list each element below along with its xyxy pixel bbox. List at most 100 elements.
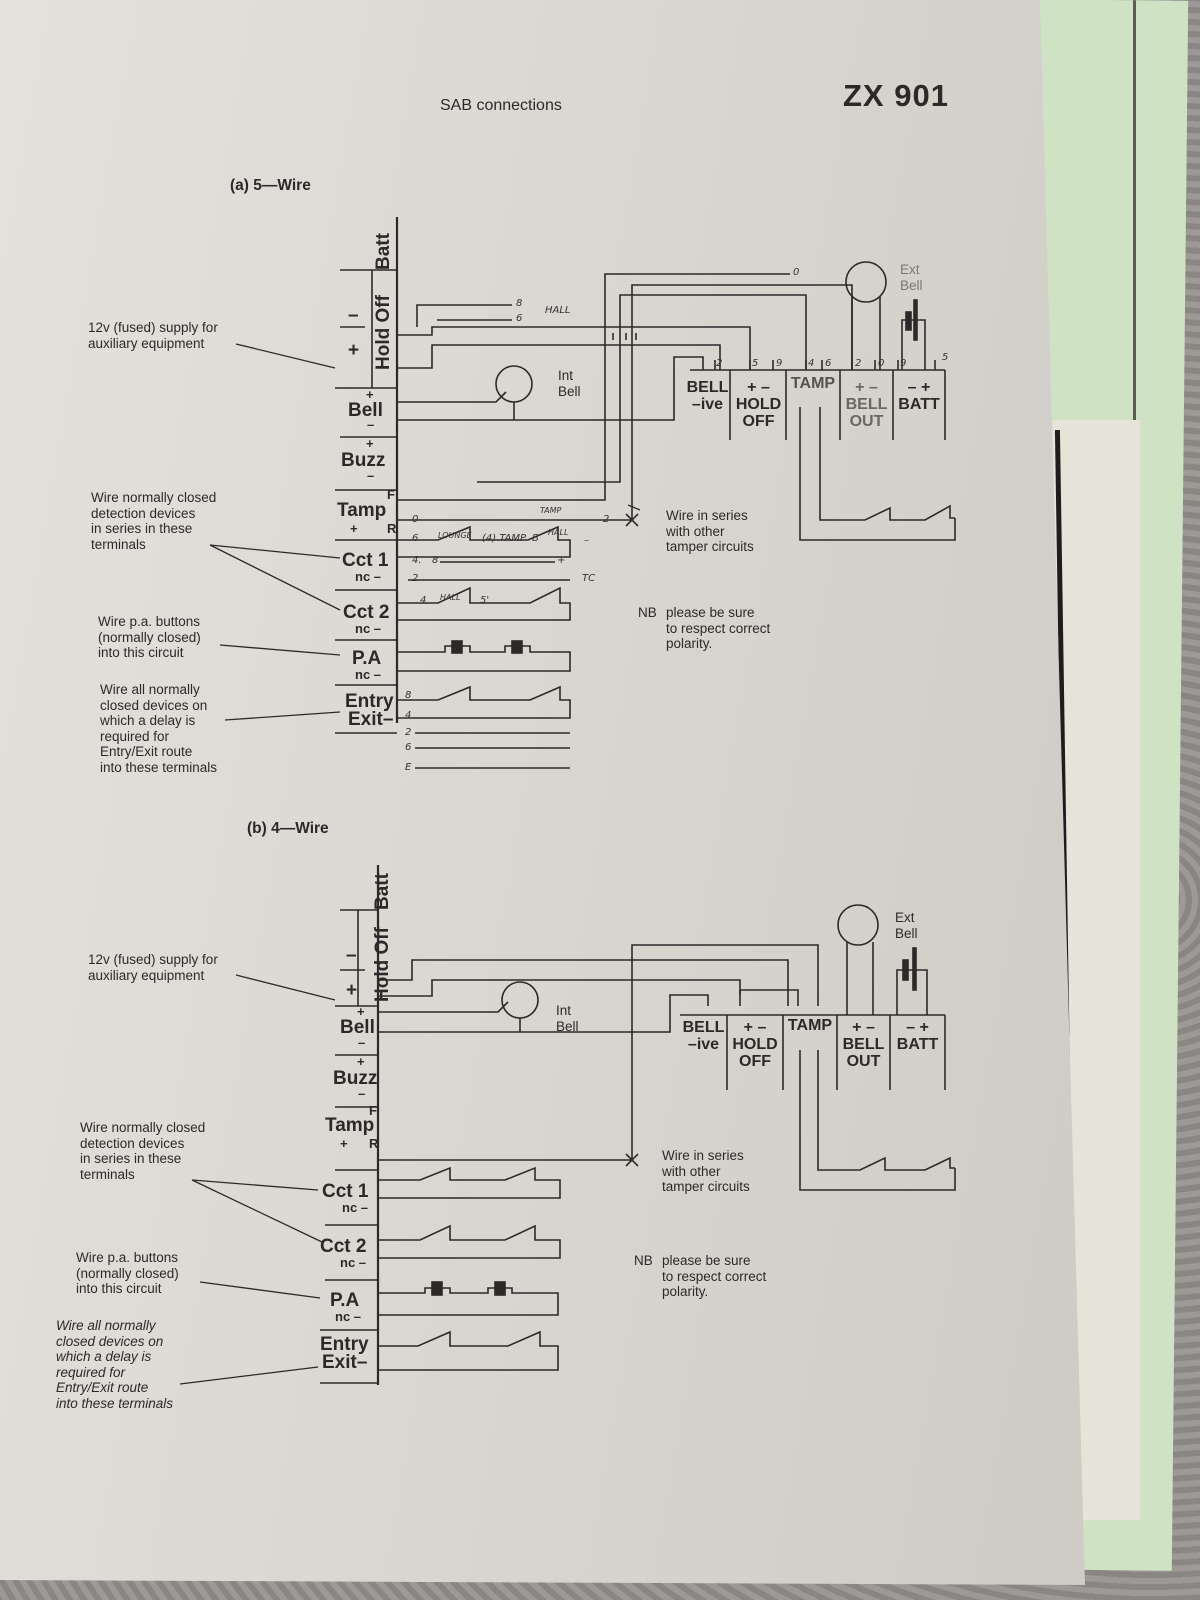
wire-tamp-4 (477, 294, 807, 483)
note-tamper-series-b: Wire in series with other tamper circuit… (662, 1148, 750, 1195)
pa-button-2-b (494, 1281, 506, 1296)
note-pa-buttons-a: Wire p.a. buttons (normally closed) into… (98, 614, 201, 661)
terminal-pa-nc-b: nc – (335, 1309, 362, 1324)
note-aux-supply-b: 12v (fused) supply for auxiliary equipme… (88, 952, 218, 983)
terminal-cct1-nc-b: nc – (342, 1200, 369, 1215)
terminal-entry: Entry (345, 691, 394, 712)
note-aux-supply-a: 12v (fused) supply for auxiliary equipme… (88, 320, 218, 351)
note-polarity-a: please be sure to respect correct polari… (666, 605, 771, 652)
terminal-tamp-plus-b: + (340, 1136, 348, 1151)
terminal-cct1: Cct 1 (342, 550, 389, 571)
terminal-cct2: Cct 2 (343, 602, 390, 623)
note-polarity-b: please be sure to respect correct polari… (662, 1253, 767, 1300)
wire-int-bell-plus (397, 391, 507, 403)
note-entry-exit-a: Wire all normally closed devices on whic… (100, 682, 218, 775)
terminal-tamp-r-b: R (369, 1136, 379, 1151)
sab-block-batt-a: – +BATT (898, 379, 940, 413)
sab-block-a (690, 261, 956, 541)
terminal-buzz-minus-b: – (358, 1086, 366, 1101)
int-bell-circle-a (495, 365, 533, 403)
wire-b-int-bell (378, 1001, 509, 1013)
ext-bell-label-a: Ext Bell (900, 262, 923, 293)
wire-bell-ive (397, 356, 704, 421)
terminal-bell: Bell (348, 400, 383, 421)
sab-block-bell-out-a: + –BELL OUT (845, 379, 888, 430)
terminal-entry-b: Entry (320, 1334, 369, 1355)
green-sheet-fold-line (1133, 0, 1136, 600)
terminal-pa-nc: nc – (355, 667, 382, 682)
int-bell-circle-b (501, 981, 539, 1019)
loop-entry-exit (397, 685, 571, 719)
terminal-tamp-f-b: F (369, 1103, 377, 1118)
terminal-cct1-b: Cct 1 (322, 1181, 369, 1202)
terminal-bell-b: Bell (340, 1017, 375, 1038)
ext-bell-circle-a (845, 261, 887, 303)
terminal-bell-plus: + (366, 387, 374, 402)
battery-cell-b (902, 959, 909, 981)
terminal-tamp-f: F (387, 487, 395, 502)
pa-button-2-a (511, 640, 523, 654)
terminal-exit-b: Exit– (322, 1352, 368, 1373)
terminal-hold-minus-b: – (346, 945, 357, 966)
terminal-buzz-b: Buzz (333, 1068, 378, 1089)
sab-block-hold-off-b: + –HOLD OFF (732, 1019, 778, 1070)
note-detection-a: Wire normally closed detection devices i… (91, 490, 217, 552)
wire-top-0 (397, 273, 790, 501)
sab-block-tamp-a: TAMP (790, 375, 836, 392)
note-detection-b: Wire normally closed detection devices i… (80, 1120, 206, 1182)
ext-bell-circle-b (837, 904, 879, 946)
terminal-tamp: Tamp (337, 500, 387, 521)
pa-button-1-a (451, 640, 463, 654)
sab-block-tamp-b: TAMP (787, 1017, 833, 1034)
terminal-buzz-plus: + (366, 436, 374, 451)
terminal-bell-minus-b: – (358, 1035, 366, 1050)
pa-button-1-b (431, 1281, 443, 1296)
loop-pa-start (397, 645, 455, 653)
terminal-cct2-nc: nc – (355, 621, 382, 636)
loop-b-entry (378, 1330, 559, 1371)
sab-block-bell-out-b: + –BELL OUT (842, 1019, 885, 1070)
section-b-heading: (b) 4—Wire (247, 820, 329, 837)
wire-hall-8 (416, 304, 438, 327)
terminal-buzz: Buzz (341, 450, 386, 471)
int-bell-label-b: Int Bell (556, 1003, 579, 1034)
terminal-cct1-nc: nc – (355, 569, 382, 584)
sab-block-batt-b: – +BATT (896, 1019, 939, 1053)
sab-block-bell-ive-a: BELL–ive (686, 379, 729, 413)
model-number: ZX 901 (843, 78, 949, 113)
terminal-cct2-nc-b: nc – (340, 1255, 367, 1270)
note-pointers (179, 343, 641, 1385)
terminal-tamp-plus: + (350, 521, 358, 536)
document-title: SAB connections (440, 97, 562, 114)
terminal-exit: Exit– (348, 709, 394, 730)
note-tamper-series-a: Wire in series with other tamper circuit… (666, 508, 754, 555)
terminal-cct2-b: Cct 2 (320, 1236, 367, 1257)
note-nb-a: NB (638, 605, 657, 620)
terminal-tamp-r: R (387, 521, 397, 536)
terminal-hold-minus: – (348, 305, 359, 326)
note-entry-exit-b: Wire all normally closed devices on whic… (56, 1318, 174, 1411)
int-bell-label-a: Int Bell (558, 368, 581, 399)
loop-b-cct1 (378, 1166, 561, 1199)
sab-block-b (680, 904, 956, 1191)
note-pa-buttons-b: Wire p.a. buttons (normally closed) into… (76, 1250, 179, 1297)
terminal-batt: Batt (373, 233, 394, 270)
note-nb-b: NB (634, 1253, 653, 1268)
battery-cell-a (905, 311, 912, 331)
terminal-hold-plus-b: + (346, 980, 358, 1001)
section-a-wiring (335, 217, 956, 769)
terminal-tamp-b: Tamp (325, 1115, 375, 1136)
sab-block-bell-ive-b: BELL–ive (682, 1019, 725, 1053)
sab-block-hold-off-a: + –HOLD OFF (735, 379, 782, 430)
loop-cct2 (397, 586, 571, 621)
paper-lighting (0, 0, 1085, 1585)
terminal-bell-minus: – (367, 417, 375, 432)
wire-hold-plus (397, 344, 721, 370)
ext-bell-label-b: Ext Bell (895, 910, 918, 941)
terminal-pa-b: P.A (330, 1290, 360, 1311)
terminal-buzz-minus: – (367, 468, 375, 483)
wire-hold-minus (397, 326, 751, 370)
terminal-batt-b: Batt (372, 873, 393, 910)
loop-cct1 (397, 525, 571, 558)
